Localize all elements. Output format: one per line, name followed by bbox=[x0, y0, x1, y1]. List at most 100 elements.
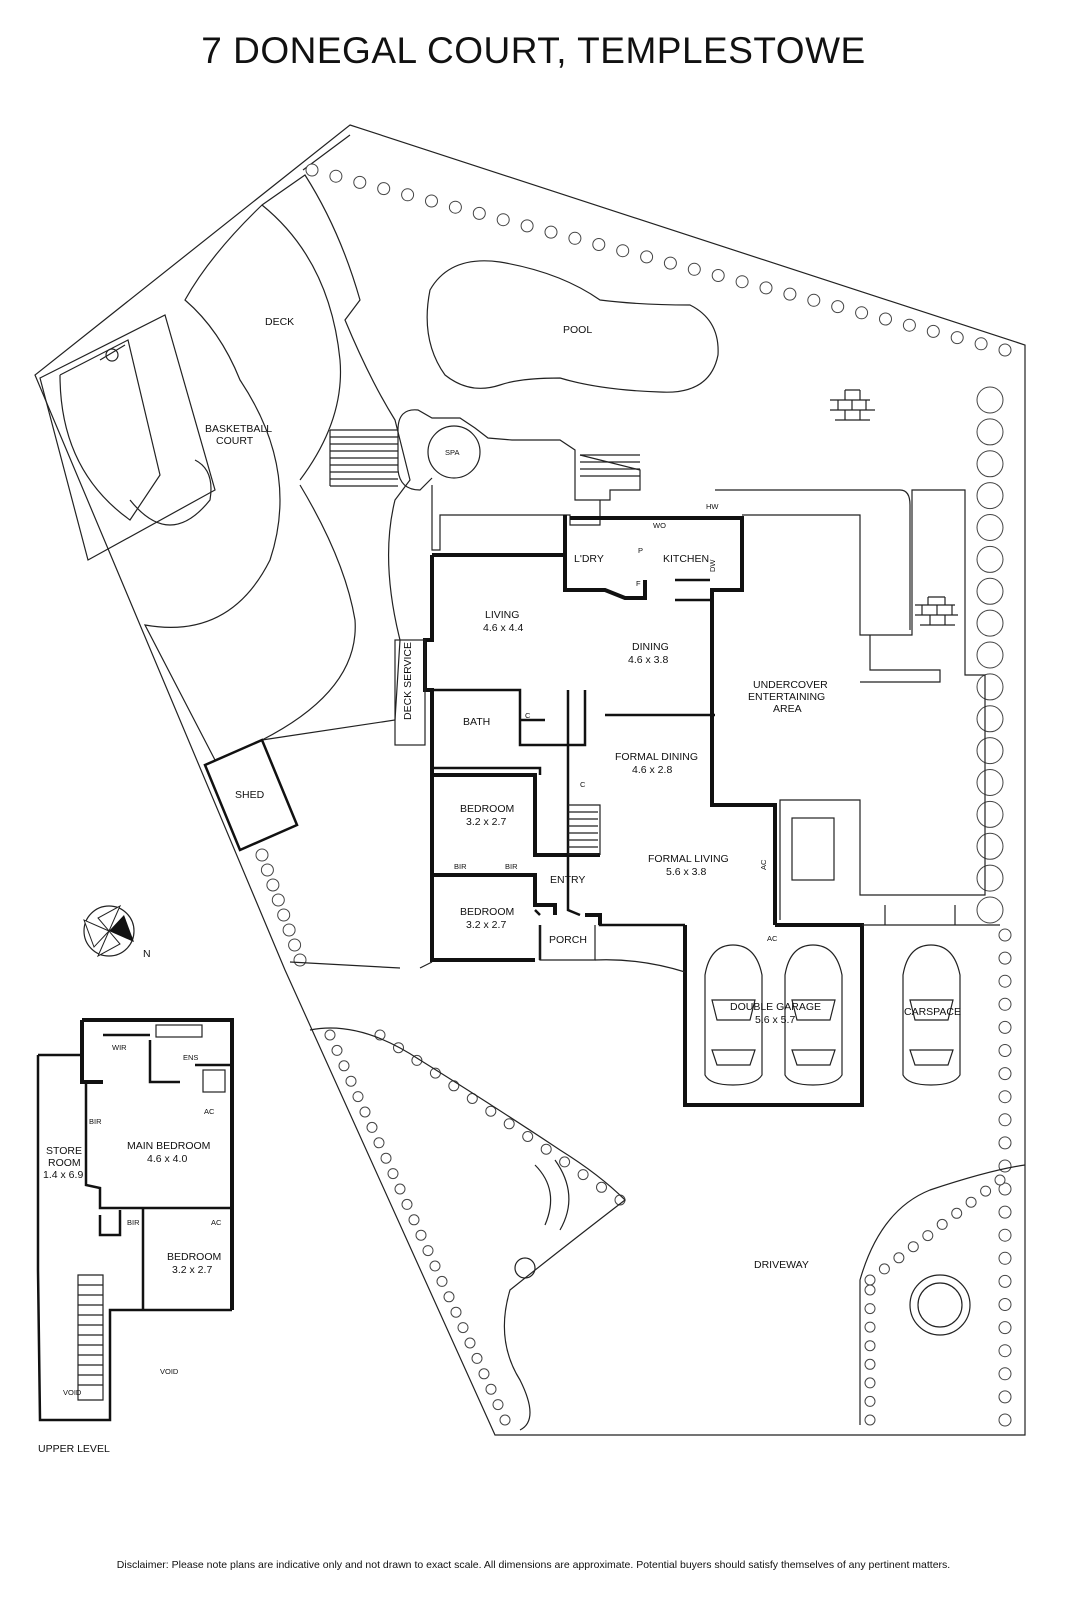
tree-icon bbox=[976, 705, 1004, 733]
car-icon-1 bbox=[704, 944, 763, 1086]
label-bath: BATH bbox=[463, 716, 490, 728]
label-shed: SHED bbox=[235, 789, 265, 801]
label-void-2: VOID bbox=[63, 1388, 82, 1397]
tree-icon bbox=[544, 225, 558, 239]
tree-icon bbox=[783, 287, 797, 301]
tree-icon bbox=[864, 1358, 876, 1370]
brick-patch-1 bbox=[830, 389, 875, 421]
tree-icon bbox=[464, 1337, 476, 1349]
court-arc bbox=[129, 459, 212, 526]
tree-icon bbox=[998, 974, 1012, 988]
tree-icon bbox=[492, 1399, 504, 1411]
tree-icon bbox=[926, 324, 940, 338]
undercover-inner bbox=[715, 489, 941, 683]
tree-icon bbox=[998, 1228, 1012, 1242]
label-void-1: VOID bbox=[160, 1367, 179, 1376]
tree-icon bbox=[353, 175, 367, 189]
label-bir-2: BIR bbox=[505, 862, 518, 871]
tree-icon bbox=[998, 928, 1012, 942]
tree-icon bbox=[976, 609, 1004, 637]
label-cupboard-2: C bbox=[580, 780, 586, 789]
tree-icon bbox=[936, 1218, 948, 1230]
tree-icon bbox=[965, 1196, 977, 1208]
tree-icon bbox=[324, 1029, 336, 1041]
house-walls-4 bbox=[430, 740, 602, 962]
tree-icon bbox=[998, 997, 1012, 1011]
label-upper-bedroom: BEDROOM bbox=[167, 1251, 221, 1263]
tree-icon bbox=[401, 1198, 413, 1210]
tree-icon bbox=[429, 1260, 441, 1272]
house-walls-8 bbox=[675, 578, 712, 602]
tree-icon bbox=[864, 1284, 876, 1296]
tree-icon bbox=[951, 1207, 963, 1219]
rear-deck bbox=[431, 485, 601, 551]
tree-icon bbox=[998, 1274, 1012, 1288]
tree-icon bbox=[998, 1159, 1012, 1173]
undercover-area bbox=[742, 489, 986, 920]
car-icon-3 bbox=[902, 944, 961, 1086]
tree-icon bbox=[998, 1067, 1012, 1081]
label-ac-garage: AC bbox=[767, 934, 778, 943]
label-upper-bir-1: BIR bbox=[89, 1117, 102, 1126]
label-bedroom-1: BEDROOM bbox=[460, 803, 514, 815]
tree-icon bbox=[976, 482, 1004, 510]
front-path bbox=[534, 1159, 570, 1231]
tree-icon bbox=[359, 1106, 371, 1118]
tree-icon bbox=[807, 293, 821, 307]
tree-icon bbox=[408, 1214, 420, 1226]
deck-service-outline bbox=[394, 639, 426, 746]
tree-icon bbox=[902, 318, 916, 332]
tree-icon bbox=[457, 1322, 469, 1334]
tree-icon bbox=[443, 1291, 455, 1303]
label-bedroom-2: BEDROOM bbox=[460, 906, 514, 918]
label-formal-dining: FORMAL DINING bbox=[615, 751, 698, 763]
tree-icon bbox=[998, 1298, 1012, 1311]
tree-icon bbox=[411, 1054, 423, 1066]
label-entertaining: ENTERTAINING bbox=[748, 691, 825, 703]
tree-icon bbox=[976, 386, 1004, 414]
label-garage: DOUBLE GARAGE bbox=[730, 1001, 821, 1013]
deck-outline bbox=[143, 174, 411, 761]
brick-patch-2 bbox=[915, 596, 958, 626]
tree-icon bbox=[520, 219, 534, 233]
label-fridge: F bbox=[636, 579, 641, 588]
label-dining-dim: 4.6 x 3.8 bbox=[628, 654, 668, 666]
tree-icon bbox=[255, 848, 269, 862]
tree-icon bbox=[976, 514, 1004, 541]
tree-icon bbox=[864, 1274, 876, 1286]
tree-icon bbox=[277, 908, 291, 922]
feature-tree-inner bbox=[917, 1282, 963, 1328]
tree-icon bbox=[472, 206, 486, 220]
garage-walls bbox=[683, 923, 864, 1107]
upper-walls-outer bbox=[80, 1018, 234, 1310]
tree-icon bbox=[373, 1137, 385, 1149]
tree-icon bbox=[540, 1143, 552, 1155]
deck-curve-2 bbox=[261, 484, 356, 741]
house-walls-2 bbox=[432, 515, 647, 600]
tree-icon bbox=[448, 1080, 460, 1092]
tree-icon bbox=[976, 577, 1004, 605]
tree-icon bbox=[436, 1275, 448, 1287]
tree-icon bbox=[471, 1352, 483, 1364]
label-kitchen: KITCHEN bbox=[663, 553, 709, 565]
site-boundary bbox=[34, 124, 1026, 1436]
tree-icon bbox=[976, 896, 1004, 924]
tree-icon bbox=[998, 1413, 1012, 1427]
label-store-dim: 1.4 x 6.9 bbox=[43, 1169, 83, 1181]
label-ens: ENS bbox=[183, 1053, 198, 1062]
tree-icon bbox=[499, 1414, 511, 1426]
porch-outline bbox=[539, 925, 596, 961]
label-formal-living: FORMAL LIVING bbox=[648, 853, 729, 865]
garden-trees bbox=[255, 163, 1012, 1427]
label-wir: WIR bbox=[112, 1043, 127, 1052]
tree-icon bbox=[271, 893, 285, 907]
tree-icon bbox=[387, 1168, 399, 1180]
shed-outline bbox=[203, 738, 299, 852]
tree-icon bbox=[496, 213, 510, 227]
label-area: AREA bbox=[773, 703, 802, 715]
label-upper-bedroom-dim: 3.2 x 2.7 bbox=[172, 1264, 212, 1276]
tree-icon bbox=[338, 1060, 350, 1072]
tree-icon bbox=[998, 1020, 1012, 1034]
label-bedroom-1-dim: 3.2 x 2.7 bbox=[466, 816, 506, 828]
label-upper-level: UPPER LEVEL bbox=[38, 1443, 110, 1455]
